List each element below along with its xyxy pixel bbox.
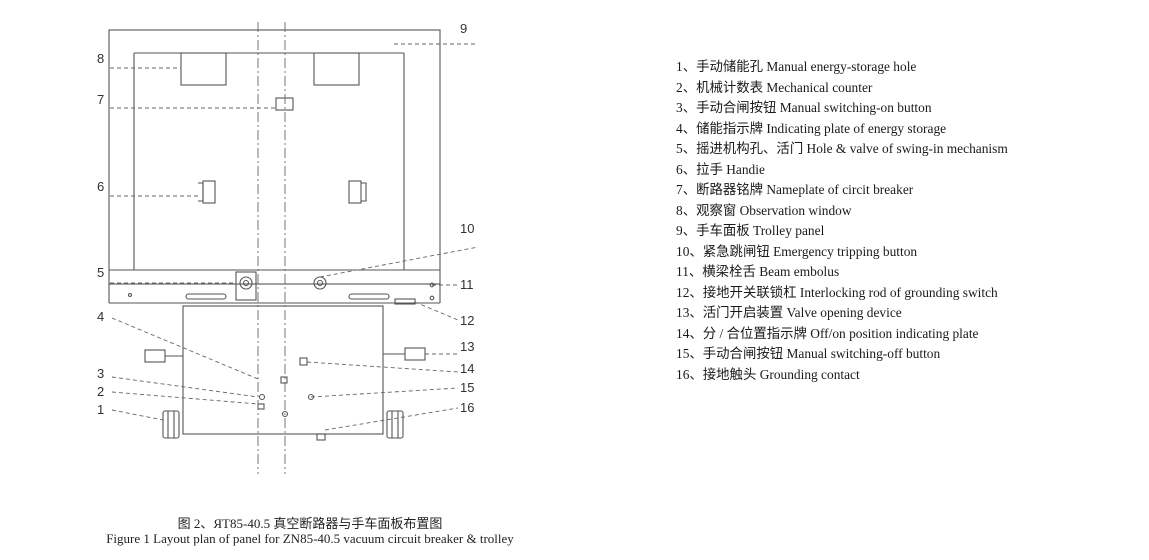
legend-item: 13、活门开启装置 Valve opening device [676, 305, 902, 320]
callout-16: 16 [460, 400, 474, 415]
callout-7: 7 [97, 92, 104, 107]
nameplate [275, 97, 294, 111]
callout-11: 11 [460, 277, 474, 292]
panel-layout-drawing: 8 7 6 5 4 3 2 1 9 10 11 12 13 14 15 16 [97, 21, 479, 474]
slot-left [185, 293, 227, 300]
handle-right [348, 180, 367, 204]
legend-item: 11、横梁栓舌 Beam embolus [676, 264, 840, 279]
callout-13: 13 [460, 339, 474, 354]
wheel-left [162, 410, 180, 439]
slot-right [348, 293, 390, 300]
legend-item: 10、紧急跳闸钮 Emergency tripping button [676, 243, 918, 259]
callout-2: 2 [97, 384, 104, 399]
legend-item: 14、分 / 合位置指示牌 Off/on position indicating… [676, 325, 979, 341]
legend-item: 4、储能指示牌 Indicating plate of energy stora… [676, 120, 947, 136]
callout-4: 4 [97, 309, 104, 324]
wheel-right [386, 410, 404, 439]
observation-window-left [180, 52, 227, 86]
callout-10: 10 [460, 221, 474, 236]
handle-left [198, 180, 216, 204]
trolley-body [182, 305, 384, 435]
figure-caption-chinese: 图 2、ЯТ85-40.5 真空断路器与手车面板布置图 [177, 516, 443, 531]
legend-item: 3、手动合闸按钮 Manual switching-on button [676, 100, 932, 115]
legend-item: 6、拉手 Handie [676, 161, 765, 177]
grounding-contact [316, 433, 326, 441]
legend-item: 5、摇进机构孔、活门 Hole & valve of swing-in mech… [676, 141, 1008, 156]
interlocking-rod [394, 298, 416, 305]
callout-8: 8 [97, 51, 104, 66]
callout-9: 9 [460, 21, 467, 36]
legend-item: 8、观察窗 Observation window [676, 202, 852, 218]
callout-1: 1 [97, 402, 104, 417]
legend-item: 2、机械计数表 Mechanical counter [676, 79, 873, 95]
swing-in-hole [235, 271, 257, 301]
legend-item: 1、手动储能孔 Manual energy-storage hole [676, 59, 917, 74]
callout-6: 6 [97, 179, 104, 194]
figure-caption-english: Figure 1 Layout plan of panel for ZN85-4… [106, 531, 514, 546]
callout-15: 15 [460, 380, 474, 395]
callout-3: 3 [97, 366, 104, 381]
valve-opening-device-left [144, 349, 183, 363]
callout-14: 14 [460, 361, 474, 376]
observation-window-right [313, 52, 360, 86]
legend-item: 7、断路器铭牌 Nameplate of circit breaker [676, 182, 914, 197]
callout-12: 12 [460, 313, 474, 328]
trolley-panel-outline [108, 29, 441, 285]
legend-item: 16、接地触头 Grounding contact [676, 366, 860, 382]
emergency-tripping-button [313, 276, 327, 290]
legend-item: 15、手动合闸按钮 Manual switching-off button [676, 346, 941, 361]
legend-item: 9、手车面板 Trolley panel [676, 223, 825, 238]
callout-5: 5 [97, 265, 104, 280]
legend-list: 1、手动储能孔 Manual energy-storage hole 2、机械计… [676, 57, 1056, 385]
legend-item: 12、接地开关联锁杠 Interlocking rod of grounding… [676, 284, 998, 300]
valve-opening-device-right [383, 347, 426, 361]
